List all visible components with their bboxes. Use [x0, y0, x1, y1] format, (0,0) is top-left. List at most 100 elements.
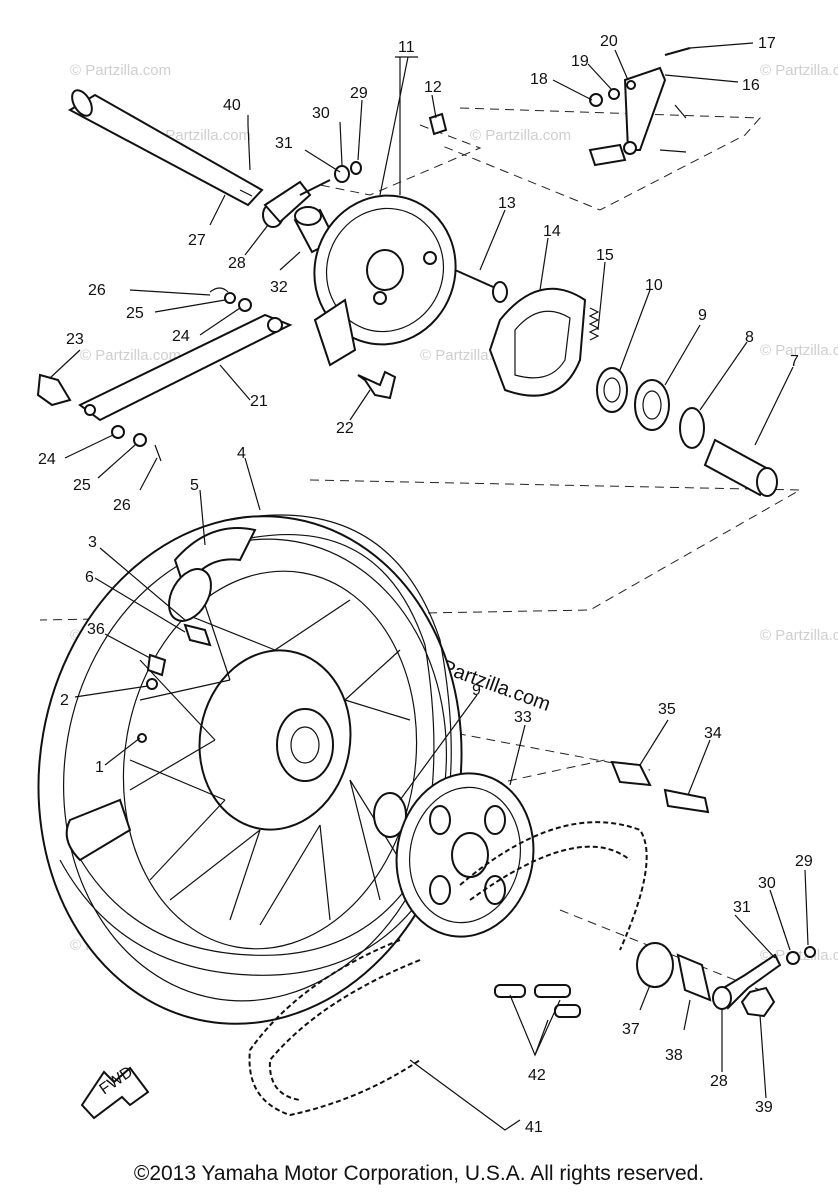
callout-label: 38	[665, 1047, 683, 1064]
callout-label: 10	[645, 277, 663, 294]
chain-adjuster-upper	[262, 161, 362, 228]
callout-label: 17	[758, 35, 776, 52]
callout-label: 5	[190, 477, 199, 494]
callout-label: 31	[275, 135, 293, 152]
hub-bearing	[373, 792, 407, 838]
rear-axle	[67, 89, 264, 207]
callout-label: 6	[85, 569, 94, 586]
watermark-text: © Partzilla.com	[70, 62, 171, 79]
callout-label: 3	[88, 534, 97, 551]
watermark-text: © Partzilla.com	[470, 127, 571, 144]
tire-cutaway	[65, 798, 132, 862]
callout-label: 31	[733, 899, 751, 916]
nut	[133, 433, 147, 447]
callout-label: 26	[88, 282, 106, 299]
callout-label: 36	[87, 621, 105, 638]
lever-washer	[626, 80, 636, 90]
brake-plate-bolt	[428, 112, 448, 136]
callout-label: 9	[472, 682, 481, 699]
spoke-nipple	[137, 733, 147, 743]
watermark-text: © Partzilla.com	[760, 627, 838, 644]
axle-nut	[740, 986, 776, 1018]
callout-label: 34	[704, 725, 722, 742]
callout-label: 29	[795, 853, 813, 870]
callout-label: 37	[622, 1021, 640, 1038]
cotter-pin	[154, 444, 162, 462]
bearing	[634, 379, 670, 431]
nut	[224, 292, 236, 304]
callout-label: 35	[658, 701, 676, 718]
callout-label: 23	[66, 331, 84, 348]
washer	[111, 425, 125, 439]
callout-label: 33	[514, 709, 532, 726]
callout-label: 4	[237, 445, 246, 462]
forward-arrow-icon: FWD	[80, 1063, 150, 1120]
callout-label: 8	[745, 329, 754, 346]
inner-tube	[168, 527, 257, 622]
callout-label: 30	[758, 875, 776, 892]
oil-seal	[679, 407, 705, 449]
callout-label: 9	[698, 307, 707, 324]
drive-chain	[248, 821, 648, 1117]
callout-label: 32	[270, 279, 288, 296]
lever-bolt	[664, 47, 691, 56]
callout-label: 16	[742, 77, 760, 94]
sprocket-plate	[610, 760, 652, 787]
leader-lines	[49, 42, 809, 1131]
brake-shoe-plate	[313, 194, 457, 367]
washer	[238, 298, 252, 312]
callout-label: 28	[710, 1073, 728, 1090]
tension-bar-bolt	[36, 373, 72, 407]
watermark-text: © Partzilla.com	[760, 62, 838, 79]
callout-label: 25	[73, 477, 91, 494]
spoke-nipple	[146, 678, 158, 690]
cotter-pin	[209, 287, 229, 293]
cam-lever	[588, 66, 687, 167]
axle-seal	[636, 942, 674, 988]
callout-labels: 1 2 3 4 5 6 7 8 9 9 10 11 12 13 14 15 16…	[38, 33, 813, 1136]
callout-label: 24	[172, 328, 190, 345]
axle-collar	[676, 953, 712, 1002]
callout-label: 18	[530, 71, 548, 88]
callout-label: 25	[126, 305, 144, 322]
callout-label: 20	[600, 33, 618, 50]
callout-label: 40	[223, 97, 241, 114]
callout-label: 24	[38, 451, 56, 468]
callout-label: 21	[250, 393, 268, 410]
watermark-text: © Partzilla.com	[80, 347, 181, 364]
callout-label: 41	[525, 1119, 543, 1136]
rear-sprocket	[395, 772, 535, 938]
callout-label: 7	[790, 353, 799, 370]
callout-label: 14	[543, 223, 561, 240]
callout-label: 19	[571, 53, 589, 70]
callout-label: 12	[424, 79, 442, 96]
brake-spring	[588, 307, 600, 341]
sprocket-bolt	[663, 788, 710, 814]
callout-label: 42	[528, 1067, 546, 1084]
spacer	[703, 438, 778, 497]
brake-shoe	[488, 287, 587, 397]
rim-band	[183, 623, 212, 647]
nut	[804, 946, 816, 958]
callout-label: 2	[60, 692, 69, 709]
washer	[786, 951, 800, 965]
watermark-text: © Partzilla.com	[760, 342, 838, 359]
lever-nut	[589, 93, 603, 107]
bearing	[596, 367, 628, 413]
callout-label: 28	[228, 255, 246, 272]
callout-label: 15	[596, 247, 614, 264]
rim-band-nut	[146, 653, 167, 677]
callout-label: 27	[188, 232, 206, 249]
tension-bar	[78, 313, 293, 422]
copyright-notice: ©2013 Yamaha Motor Corporation, U.S.A. A…	[133, 1162, 705, 1185]
callout-label: 39	[755, 1099, 773, 1116]
callout-label: 30	[312, 105, 330, 122]
chain-adjuster-lower	[718, 953, 782, 1010]
brake-camshaft	[454, 269, 508, 303]
callout-label: 13	[498, 195, 516, 212]
rear-wheel	[37, 514, 463, 1025]
master-link	[494, 984, 581, 1018]
callout-label: 1	[95, 759, 104, 776]
